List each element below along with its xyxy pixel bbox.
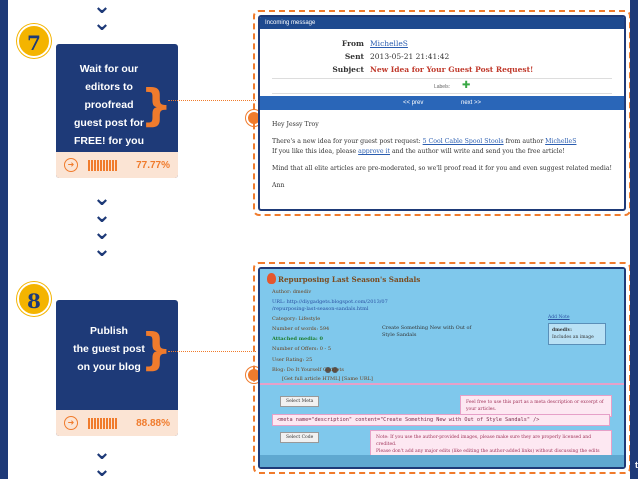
message-body: Hey Jessy Troy There's a new idea for yo… (260, 110, 624, 208)
from-label: From (341, 39, 364, 48)
note-author: dmediv: (552, 328, 572, 333)
progress-bars-icon (88, 417, 117, 429)
idea-link[interactable]: 5 Cool Cable Spool Stools (422, 138, 504, 145)
subject-value: New Idea for Your Guest Post Request! (370, 65, 534, 74)
words-field: Number of words: 594 (272, 326, 330, 332)
full-article-link[interactable]: [Get full article HTML] [Same URL] (282, 376, 373, 382)
url-field[interactable]: URL: http://diygadgets.blogspot.com/2013… (272, 299, 388, 305)
add-note-link[interactable]: Add Note (548, 315, 570, 320)
step-card-publish: Publish the guest post on your blog } ➜ … (56, 300, 178, 436)
step-number-badge: 7 (17, 24, 51, 58)
step-line: proofread (84, 99, 134, 111)
step-line: Wait for our editors to (79, 63, 139, 93)
article-window: Repurposing Last Season's Sandals Author… (258, 267, 626, 469)
labels-bar: Labels: ✚ (272, 78, 612, 94)
message-nav: << prev next >> (260, 96, 624, 110)
message-meta: From MichelleS Sent 2013-05-21 21:41:42 Su… (260, 29, 624, 74)
text: from author (505, 138, 544, 145)
down-arrow-icon: ⌄⌄ (92, 0, 112, 36)
fire-icon (267, 273, 276, 284)
arrow-circle-icon[interactable]: ➜ (64, 158, 78, 172)
article-panel: Repurposing Last Season's Sandals Author… (253, 262, 630, 474)
step-line: Publish (90, 325, 128, 337)
step-description: Publish the guest post on your blog (56, 300, 178, 376)
approve-link[interactable]: approve it (358, 148, 391, 155)
progress-percent: 88.88% (136, 417, 170, 429)
brace-icon: } (140, 324, 172, 375)
step-line: guest post for (74, 117, 144, 129)
infographic: ⌄⌄ 7 Wait for our editors to proofread g… (8, 0, 630, 479)
author-link[interactable]: MichelleS (545, 138, 577, 145)
down-arrow-icon: ⌄⌄⌄⌄ (92, 186, 112, 262)
category-field: Category: Lifestyle (272, 316, 321, 322)
text: There's a new idea for your guest post r… (272, 138, 421, 145)
arrow-circle-icon[interactable]: ➜ (64, 416, 78, 430)
article-footer-bar (260, 455, 624, 467)
corner-text: t (635, 460, 638, 470)
text: If you like this idea, please (272, 148, 357, 155)
rating-field: User Rating: 25 (272, 357, 313, 363)
connector-line (168, 351, 256, 352)
subject-label: Subject (332, 65, 364, 74)
note-text: Includes an image (552, 335, 594, 340)
signature: Ann (272, 182, 285, 189)
article-headline: Create Something New with Out of Style S… (382, 325, 472, 338)
connector-line (168, 100, 256, 101)
article-title[interactable]: Repurposing Last Season's Sandals (278, 275, 421, 284)
text: and the author will write and send you t… (391, 148, 565, 155)
progress-percent: 77.77% (136, 159, 170, 171)
article-details: Repurposing Last Season's Sandals Author… (260, 269, 624, 467)
rating-icons[interactable] (325, 358, 339, 377)
step-line: the guest post (73, 343, 145, 355)
next-link[interactable]: next >> (461, 100, 482, 106)
add-label-icon[interactable]: ✚ (462, 80, 471, 91)
progress-bars-icon (88, 159, 117, 171)
media-field: Attached media: 0 (272, 336, 323, 342)
divider (260, 383, 624, 385)
step-progress: ➜ 88.88% (56, 410, 178, 436)
sent-value: 2013-05-21 21:41:42 (370, 52, 450, 61)
author-field: Author: dmediv (272, 289, 312, 295)
prev-link[interactable]: << prev (402, 100, 424, 106)
step-number-badge: 8 (17, 282, 51, 316)
step-card-proofread: Wait for our editors to proofread guest … (56, 44, 178, 178)
message-line: If you like this idea, please approve it… (272, 147, 612, 157)
step-line: on your blog (77, 361, 141, 373)
code-note-line: Note: If you use the author-provided ima… (376, 435, 592, 447)
greeting: Hey Jessy Troy (272, 121, 319, 128)
meta-hint: Feel free to use this part as a meta des… (460, 395, 612, 417)
blog-field: Blog: Do It Yourself Gadgets (272, 367, 344, 373)
brace-icon: } (140, 80, 172, 131)
offers-field: Number of Offers: 0 - 5 (272, 346, 331, 352)
sent-label: Sent (344, 52, 364, 61)
select-meta-button[interactable]: Select Meta (280, 396, 320, 407)
message-header: Incoming message (260, 17, 624, 29)
step-progress: ➜ 77.77% (56, 152, 178, 178)
labels-text: Labels: (433, 84, 451, 90)
select-code-button[interactable]: Select Code (280, 432, 320, 443)
step-line: FREE! for you (74, 135, 144, 147)
down-arrow-icon: ⌄⌄ (92, 440, 112, 479)
message-line: There's a new idea for your guest post r… (272, 137, 612, 147)
note-box: dmediv: Includes an image (548, 323, 606, 345)
message-line: Mind that all elite articles are pre-mod… (272, 165, 613, 172)
url-field-2[interactable]: /repurposing-last-season-sandals.html (272, 306, 369, 312)
from-link[interactable]: MichelleS (370, 39, 408, 48)
meta-code-field[interactable]: <meta name="description" content="Create… (272, 414, 610, 426)
step-description: Wait for our editors to proofread guest … (56, 44, 178, 150)
